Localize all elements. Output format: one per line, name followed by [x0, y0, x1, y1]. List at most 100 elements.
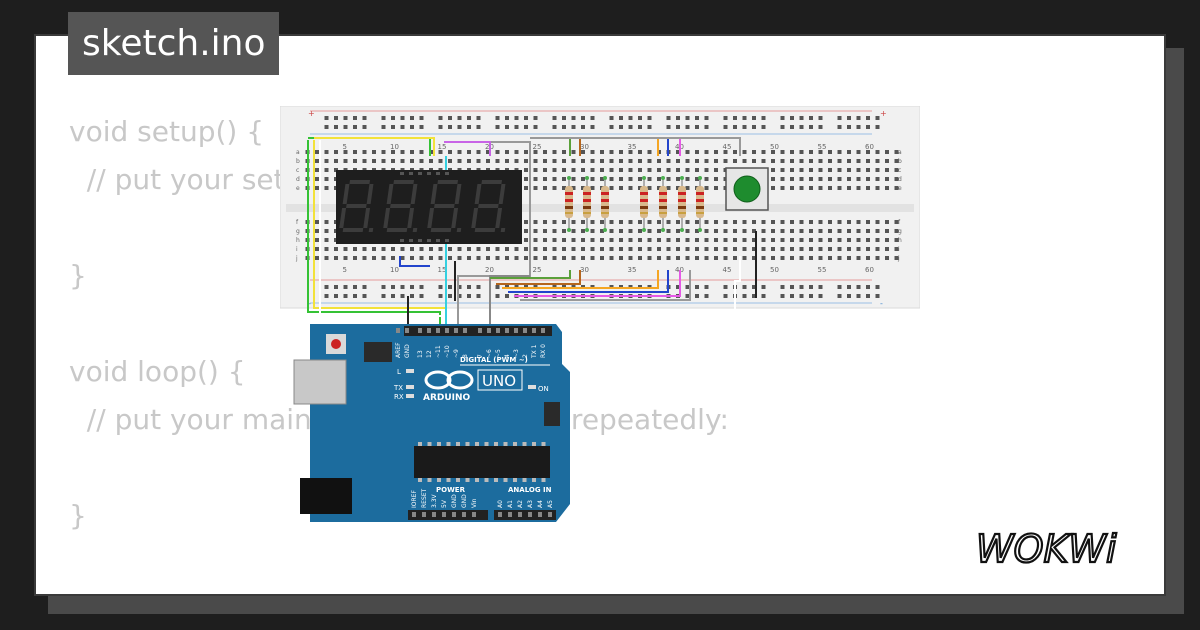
- wires[interactable]: [307, 137, 757, 328]
- tab-sketch-ino[interactable]: sketch.ino: [68, 12, 280, 75]
- pin-label: 3.3V: [431, 493, 438, 508]
- pin-label: RX 0: [540, 344, 547, 358]
- pin-label: 2: [522, 354, 529, 358]
- arduino-model: UNO: [482, 372, 516, 390]
- resistor[interactable]: [678, 176, 686, 232]
- pin-label: IOREF: [411, 490, 418, 508]
- row-letter: j: [897, 255, 900, 262]
- display-digit: [471, 180, 506, 232]
- analog-label: ANALOG IN: [508, 486, 552, 494]
- pin-label: A4: [537, 500, 544, 508]
- led-l: [406, 369, 414, 373]
- pin-label: 12: [426, 350, 433, 358]
- pin-label: 7: [477, 354, 484, 358]
- column-number: 55: [818, 266, 827, 274]
- pin-label: GND: [404, 344, 411, 358]
- display-digit: [427, 180, 462, 232]
- pin-label: TX 1: [531, 344, 538, 359]
- row-letter: f: [898, 219, 901, 226]
- led-l-label: L: [397, 368, 401, 376]
- resistor[interactable]: [640, 176, 648, 232]
- row-letter: a: [898, 149, 902, 156]
- on-led-label: ON: [538, 385, 549, 393]
- column-number: 10: [390, 266, 399, 274]
- column-number: 35: [628, 266, 637, 274]
- row-letter: c: [898, 167, 901, 174]
- column-number: 45: [723, 143, 732, 151]
- column-number: 35: [628, 143, 637, 151]
- column-number: 10: [390, 143, 399, 151]
- wokwi-logo-text: WOKWi: [976, 527, 1117, 570]
- code-line: void loop() {: [69, 355, 246, 388]
- column-number: 25: [533, 143, 542, 151]
- pin-label: RESET: [421, 488, 428, 508]
- rail-minus-label: -: [308, 299, 311, 308]
- pin-label: Vin: [471, 498, 478, 508]
- analog-header: [494, 510, 556, 520]
- rail-plus-label-right: +: [880, 109, 887, 118]
- pin-label: A3: [527, 500, 534, 508]
- code-line: }: [69, 259, 87, 292]
- row-letter: h: [898, 237, 902, 244]
- row-letter: a: [296, 149, 300, 156]
- code-line: }: [69, 499, 87, 532]
- column-number: 20: [485, 266, 494, 274]
- led-tx: [406, 385, 414, 389]
- code-line: void setup() {: [69, 115, 265, 148]
- column-number: 15: [438, 143, 447, 151]
- power-jack: [300, 478, 352, 514]
- pin-label: A2: [517, 500, 524, 508]
- row-letter: d: [898, 176, 902, 183]
- resistors[interactable]: [565, 176, 704, 232]
- row-letter: c: [296, 167, 299, 174]
- column-number: 5: [343, 266, 347, 274]
- column-number: 15: [438, 266, 447, 274]
- row-letter: i: [898, 246, 900, 253]
- pin-label: ~9: [453, 349, 460, 358]
- arduino-brand: ARDUINO: [423, 393, 471, 403]
- column-number: 60: [865, 143, 874, 151]
- push-button-cap: [733, 175, 761, 203]
- row-letter: g: [898, 228, 902, 235]
- row-letter: f: [296, 219, 299, 226]
- resistor[interactable]: [601, 176, 609, 232]
- usb-port: [293, 359, 347, 405]
- column-number: 25: [533, 266, 542, 274]
- resistor[interactable]: [659, 176, 667, 232]
- pin-label: 13: [417, 350, 424, 358]
- row-letter: b: [898, 158, 902, 165]
- resistor[interactable]: [583, 176, 591, 232]
- icsp-header: [364, 342, 392, 362]
- power-header: [408, 510, 488, 520]
- led-rx-label: RX: [394, 393, 404, 401]
- reset-button-cap[interactable]: [331, 339, 341, 349]
- row-letter: j: [295, 255, 298, 262]
- arduino-logo: ARDUINO: [423, 370, 474, 403]
- pin-label: 4: [504, 354, 511, 358]
- row-letter: g: [296, 228, 300, 235]
- column-number: 5: [343, 143, 347, 151]
- power-label: POWER: [436, 486, 466, 494]
- on-led: [528, 385, 536, 389]
- pin-label: ~11: [435, 345, 442, 358]
- rail-minus-label-right: -: [880, 299, 883, 308]
- pin-label: GND: [451, 494, 458, 508]
- column-number: 55: [818, 143, 827, 151]
- resistor[interactable]: [565, 176, 573, 232]
- column-number: 45: [723, 266, 732, 274]
- column-number: 50: [770, 143, 779, 151]
- row-letter: i: [296, 246, 298, 253]
- pin-label: 5V: [441, 499, 448, 508]
- pin-label: ~5: [495, 349, 502, 358]
- seven-segment-display[interactable]: [336, 170, 522, 244]
- pin-label: AREF: [395, 342, 402, 358]
- resistor[interactable]: [696, 176, 704, 232]
- pin-label: GND: [461, 494, 468, 508]
- push-button[interactable]: [725, 167, 769, 211]
- column-number: 30: [580, 266, 589, 274]
